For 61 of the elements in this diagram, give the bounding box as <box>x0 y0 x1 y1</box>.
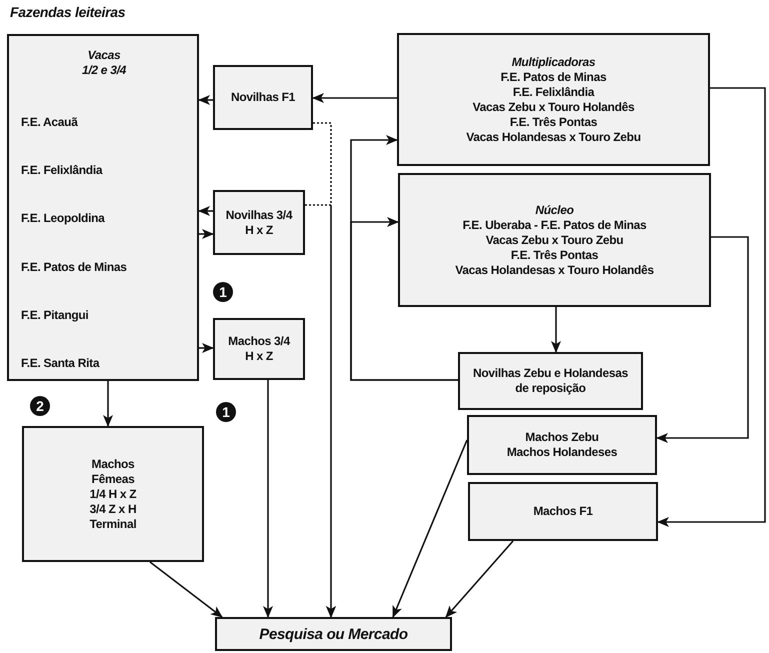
process-box <box>397 33 710 166</box>
box-text: Novilhas 3/4 H x Z <box>224 208 294 238</box>
process-box <box>468 482 658 541</box>
box-text: Machos F1 <box>533 504 593 519</box>
callout-number: 1 <box>213 282 233 302</box>
process-box <box>213 65 313 130</box>
box-text: Machos Holandeses <box>506 445 618 460</box>
box-text: F.E. Pitangui <box>21 308 88 323</box>
box-text: Fêmeas <box>92 472 134 486</box>
arrow <box>657 87 766 527</box>
box-text: F.E. Três Pontas <box>510 248 598 262</box>
box-text: F.E. Acauã <box>21 115 78 130</box>
process-box <box>213 190 305 255</box>
arrow <box>350 217 458 381</box>
box-text: F.E. Santa Rita <box>21 356 100 371</box>
arrow <box>198 95 213 105</box>
callout-number: 1 <box>216 402 236 422</box>
box-heading: Núcleo <box>535 202 574 218</box>
process-box <box>213 318 305 380</box>
box-text: F.E. Leopoldina <box>21 211 105 226</box>
box-text: F.E. Patos de Minas <box>21 260 127 275</box>
arrow <box>445 540 514 618</box>
box-text: Vacas Holandesas x Touro Zebu <box>466 130 641 144</box>
box-text: F.E. Uberaba - F.E. Patos de Minas <box>462 218 646 232</box>
box-text: F.E. Patos de Minas <box>500 70 606 84</box>
box-text: Terminal <box>90 516 136 532</box>
box-text: F.E. Três Pontas <box>510 114 598 130</box>
arrow <box>392 440 468 618</box>
diagram-title: Fazendas leiteiras <box>10 4 126 20</box>
box-text: 1/4 H x Z <box>90 486 136 502</box>
process-box <box>22 426 204 562</box>
arrow <box>263 380 273 618</box>
arrow <box>199 343 214 353</box>
callout-number: 2 <box>30 396 50 416</box>
box-text: Machos <box>92 456 134 472</box>
box-text: Pesquisa ou Mercado <box>259 626 408 642</box>
box-text: Vacas Zebu x Touro Holandês <box>472 100 634 114</box>
box-heading: Multiplicadoras <box>512 54 596 70</box>
box-text: Vacas Holandesas x Touro Holandês <box>455 262 654 278</box>
process-box <box>467 415 657 475</box>
box-text: Machos 3/4 H x Z <box>227 334 292 364</box>
arrow <box>198 206 213 216</box>
process-box <box>215 617 452 651</box>
arrow <box>656 236 749 443</box>
process-box <box>398 173 711 307</box>
arrow <box>305 204 336 618</box>
box-text: Machos Zebu <box>525 430 599 445</box>
box-text: Novilhas Zebu e Holandesas de reposição <box>472 366 629 396</box>
box-text: F.E. Felixlândia <box>21 163 102 178</box>
arrow <box>199 229 214 239</box>
process-box <box>7 34 199 381</box>
box-heading: Vacas 1/2 e 3/4 <box>80 48 127 78</box>
box-text: Novilhas F1 <box>230 90 296 105</box>
box-text: Vacas Zebu x Touro Zebu <box>486 232 624 248</box>
arrow <box>150 561 223 618</box>
arrow <box>551 307 561 353</box>
process-box <box>458 352 643 410</box>
box-text: F.E. Felixlândia <box>512 84 594 100</box>
arrow <box>103 381 113 427</box>
arrow <box>312 93 397 103</box>
box-text: 3/4 Z x H <box>90 502 136 516</box>
